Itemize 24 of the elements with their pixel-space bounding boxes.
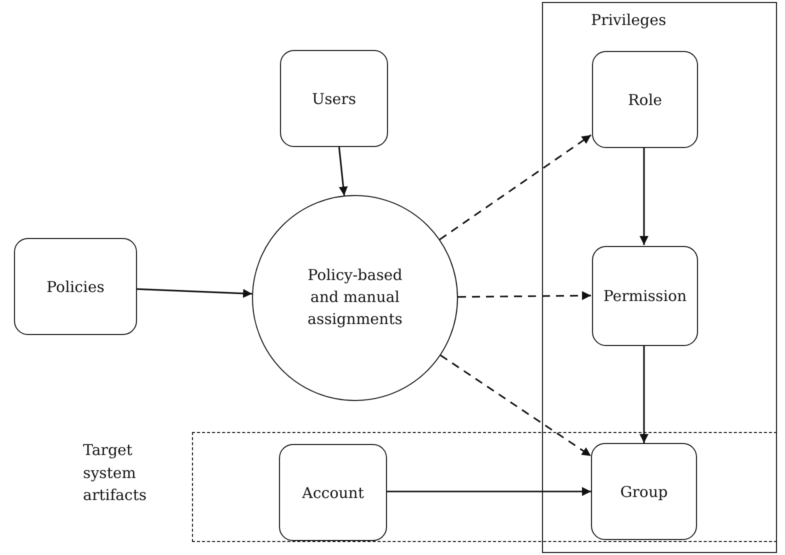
node-label: Target system artifacts (83, 440, 148, 506)
node-label: Account (302, 484, 364, 502)
node-label: Policies (46, 278, 104, 296)
process-box (14, 238, 137, 335)
arrow (640, 345, 648, 443)
process-box (592, 246, 698, 346)
group-frame (542, 2, 777, 553)
arrow (338, 146, 348, 196)
process-box (592, 51, 698, 148)
node-label: Group (620, 482, 668, 500)
arrow (640, 147, 648, 245)
arrow (458, 291, 591, 300)
node-label: Permission (603, 287, 687, 305)
node-label: Policy-based and manual assignments (306, 265, 404, 330)
process-box (591, 443, 697, 540)
arrow (136, 288, 252, 298)
node-label: Users (312, 90, 356, 108)
arrow (439, 134, 592, 240)
process-box (279, 444, 387, 541)
node-label: Role (628, 90, 662, 108)
process-box (280, 50, 388, 147)
arrow (440, 354, 592, 457)
node-label: Privileges (591, 11, 666, 29)
arrow (386, 487, 591, 496)
